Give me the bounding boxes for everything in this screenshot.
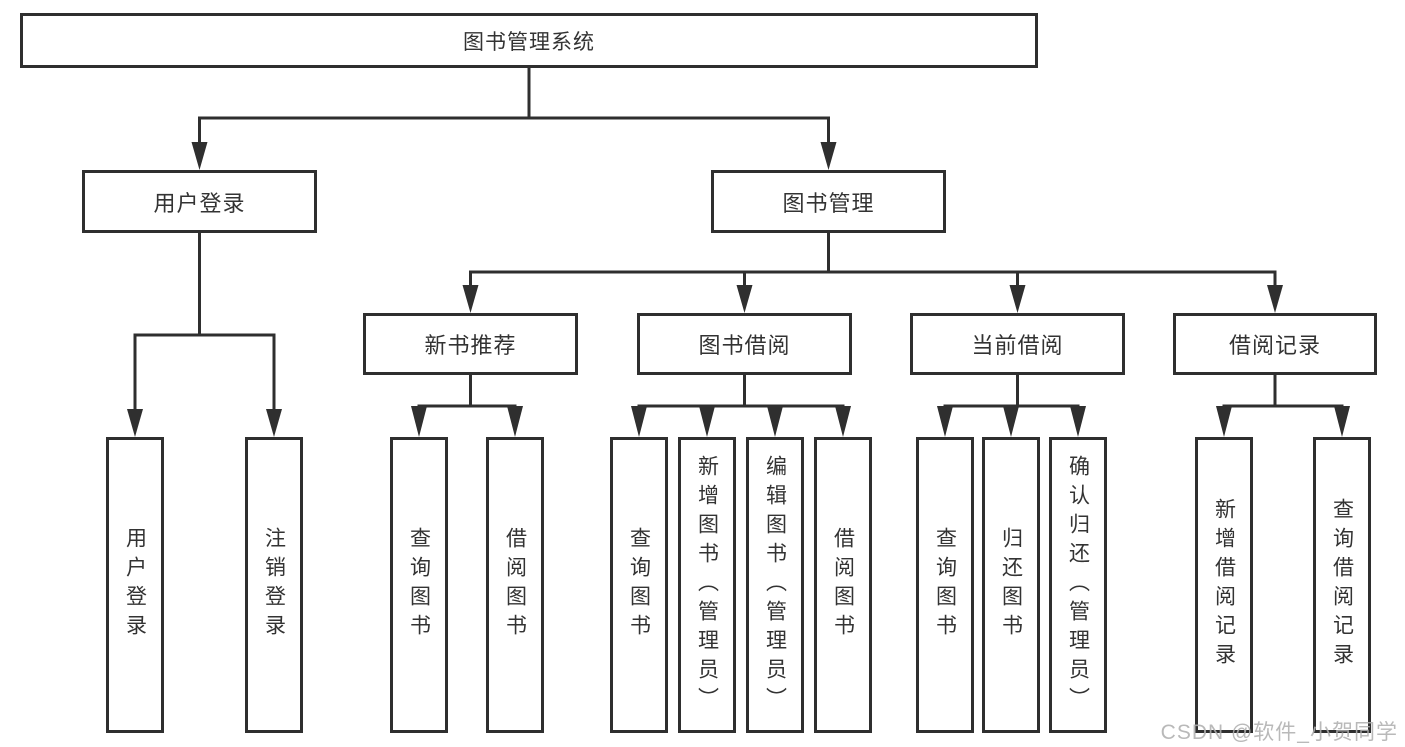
node-borrowing-records-label: 借阅记录 bbox=[1228, 333, 1321, 358]
leaf-borrow-books-recommend-label: 借阅图书 bbox=[503, 527, 527, 643]
node-user-login: 用户登录 bbox=[82, 170, 317, 233]
node-book-management: 图书管理 bbox=[711, 170, 946, 233]
node-current-borrowing-label: 当前借阅 bbox=[971, 333, 1064, 358]
leaf-add-books-admin-label: 新增图书（管理员） bbox=[695, 454, 719, 716]
leaf-return-books-label: 归还图书 bbox=[999, 527, 1023, 643]
node-system-root: 图书管理系统 bbox=[20, 13, 1038, 68]
leaf-user-login-label: 用户登录 bbox=[123, 527, 147, 643]
node-book-borrowing-label: 图书借阅 bbox=[698, 333, 791, 358]
leaf-query-books-current-label: 查询图书 bbox=[933, 527, 957, 643]
node-system-root-label: 图书管理系统 bbox=[463, 30, 595, 54]
leaf-add-borrow-record-label: 新增借阅记录 bbox=[1212, 498, 1236, 672]
leaf-confirm-return-admin-label: 确认归还（管理员） bbox=[1066, 454, 1090, 716]
leaf-return-books: 归还图书 bbox=[982, 437, 1040, 733]
node-book-borrowing: 图书借阅 bbox=[637, 313, 852, 375]
csdn-watermark: CSDN @软件_小贺同学 bbox=[1160, 721, 1398, 744]
leaf-edit-books-admin-label: 编辑图书（管理员） bbox=[763, 454, 787, 716]
connector-book-borrowing-children bbox=[631, 375, 851, 437]
connector-root-to-level2 bbox=[191, 68, 837, 170]
connector-borrowing-records-children bbox=[1216, 375, 1350, 437]
leaf-logout-login: 注销登录 bbox=[245, 437, 303, 733]
leaf-borrow-books-recommend: 借阅图书 bbox=[486, 437, 544, 733]
leaf-add-books-admin: 新增图书（管理员） bbox=[678, 437, 736, 733]
leaf-edit-books-admin: 编辑图书（管理员） bbox=[746, 437, 804, 733]
leaf-query-books-recommend-label: 查询图书 bbox=[407, 527, 431, 643]
node-book-management-label: 图书管理 bbox=[782, 190, 875, 216]
connector-current-borrowing-children bbox=[937, 375, 1086, 437]
node-new-book-recommend: 新书推荐 bbox=[363, 313, 578, 375]
leaf-query-books-borrowing-label: 查询图书 bbox=[627, 527, 651, 643]
node-new-book-recommend-label: 新书推荐 bbox=[424, 333, 517, 358]
connector-user-login-children bbox=[127, 233, 282, 437]
node-borrowing-records: 借阅记录 bbox=[1173, 313, 1377, 375]
node-current-borrowing: 当前借阅 bbox=[910, 313, 1125, 375]
leaf-borrow-books-borrowing-label: 借阅图书 bbox=[831, 527, 855, 643]
leaf-user-login: 用户登录 bbox=[106, 437, 164, 733]
leaf-query-books-current: 查询图书 bbox=[916, 437, 974, 733]
leaf-logout-login-label: 注销登录 bbox=[262, 527, 286, 643]
leaf-confirm-return-admin: 确认归还（管理员） bbox=[1049, 437, 1107, 733]
leaf-query-books-borrowing: 查询图书 bbox=[610, 437, 668, 733]
connector-book-management-children bbox=[462, 233, 1283, 313]
node-user-login-label: 用户登录 bbox=[153, 190, 246, 216]
leaf-add-borrow-record: 新增借阅记录 bbox=[1195, 437, 1253, 733]
leaf-query-borrow-record: 查询借阅记录 bbox=[1313, 437, 1371, 733]
leaf-query-borrow-record-label: 查询借阅记录 bbox=[1330, 498, 1354, 672]
connector-new-book-recommend-children bbox=[411, 375, 523, 437]
leaf-borrow-books-borrowing: 借阅图书 bbox=[814, 437, 872, 733]
leaf-query-books-recommend: 查询图书 bbox=[390, 437, 448, 733]
